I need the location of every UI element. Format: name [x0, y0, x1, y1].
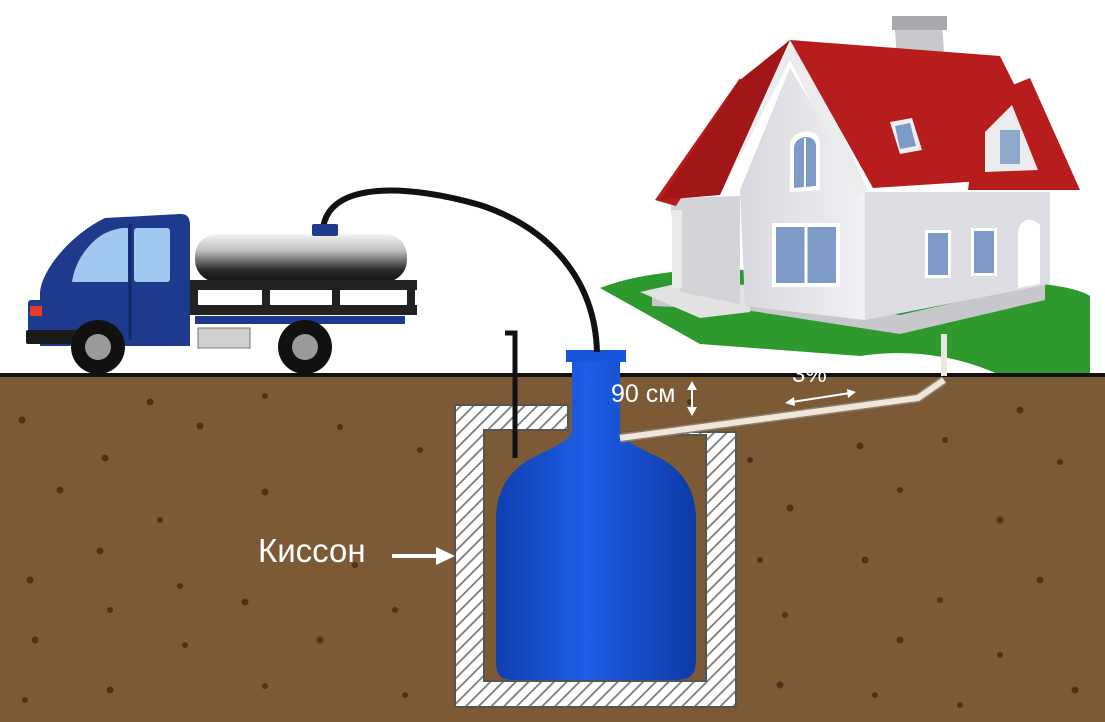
- slope-arrow-icon: [785, 389, 856, 406]
- tank-icon: [496, 350, 696, 680]
- truck-icon: [26, 214, 417, 374]
- sewer-pipe: [619, 334, 947, 443]
- caisson-icon: [454, 404, 737, 708]
- depth-arrow-icon: [687, 381, 697, 416]
- depth-label: 90 см: [611, 380, 676, 408]
- house-icon: [640, 16, 1080, 334]
- slope-label: 3%: [792, 361, 827, 388]
- soil-dots: [18, 393, 1079, 708]
- caisson-label: Киссон: [258, 532, 366, 569]
- hose-icon: [320, 187, 600, 353]
- caisson-arrow-icon: [392, 547, 455, 565]
- vent-pipe: [505, 330, 518, 458]
